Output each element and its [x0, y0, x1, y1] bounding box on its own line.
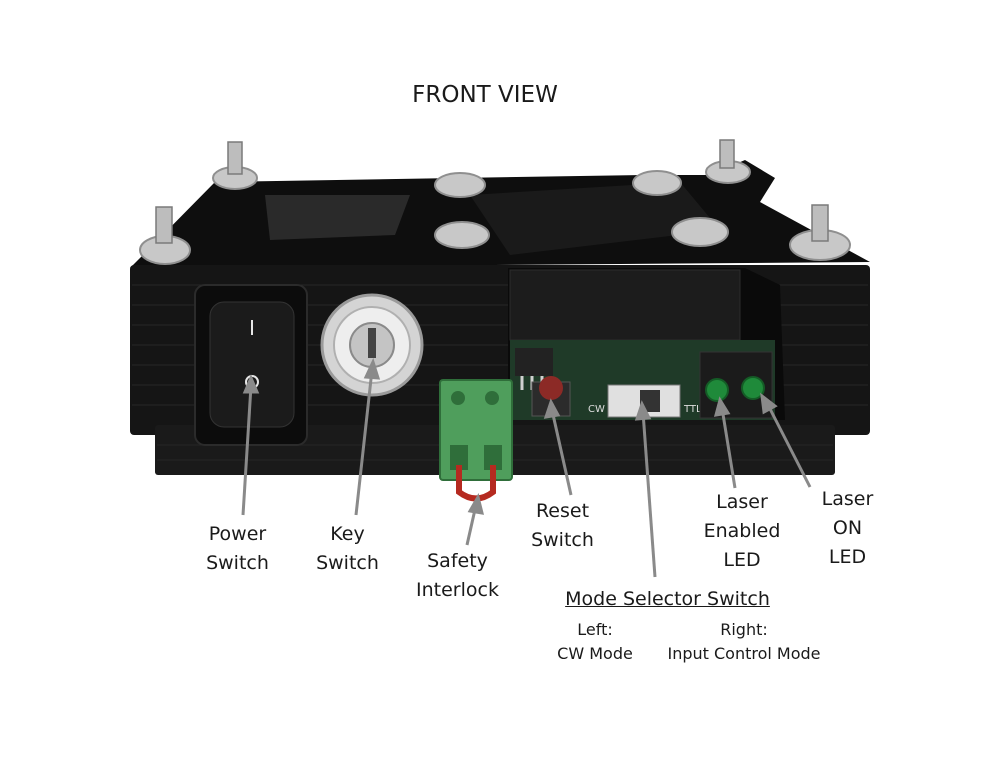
- fan-top: [470, 182, 720, 255]
- key-switch-callout: Key Switch: [305, 520, 390, 578]
- top-plate-cutout: [265, 195, 410, 240]
- callout-line: LED: [723, 549, 761, 571]
- voltage-regulator: [515, 348, 553, 376]
- terminal-port-2: [484, 445, 502, 470]
- terminal-screw-2: [485, 391, 499, 405]
- power-switch-rocker: [209, 301, 295, 428]
- terminal-port-1: [450, 445, 468, 470]
- callout-line: Interlock: [416, 579, 499, 601]
- key-slot: [368, 328, 376, 358]
- callout-line: Enabled: [703, 520, 781, 542]
- callout-line: Safety: [427, 550, 488, 572]
- power-switch-callout: Power Switch: [190, 520, 285, 578]
- callout-line: Laser: [716, 491, 768, 513]
- leader-lines: [241, 357, 812, 578]
- mode-selector-left-note: Left: CW Mode: [540, 618, 650, 666]
- callout-line: Left:: [577, 620, 613, 639]
- laser-enabled-led: [705, 378, 729, 402]
- callout-line: Laser: [821, 488, 874, 510]
- reset-switch-callout: Reset Switch: [520, 497, 605, 555]
- fan-body: [509, 269, 741, 341]
- mode-selector-heading: Mode Selector Switch: [565, 588, 770, 610]
- callout-line: Power: [208, 523, 267, 545]
- callout-line: Switch: [531, 529, 594, 551]
- callout-line: Right:: [720, 620, 768, 639]
- callout-line: Key: [330, 523, 365, 545]
- laser-on-led-callout: Laser ON LED: [805, 485, 890, 572]
- laser-on-led: [741, 376, 765, 400]
- laser-enabled-led-callout: Laser Enabled LED: [692, 488, 792, 575]
- callout-line: LED: [828, 546, 867, 568]
- diagram-title: FRONT VIEW: [412, 82, 558, 108]
- safety-interlock-callout: Safety Interlock: [405, 547, 510, 605]
- reset-button-cap: [539, 376, 563, 400]
- callout-line: Input Control Mode: [667, 644, 821, 663]
- callout-line: Switch: [206, 552, 269, 574]
- callout-line: CW Mode: [557, 644, 633, 663]
- mode-selector-slider: [640, 390, 660, 412]
- callout-line: Reset: [535, 500, 590, 522]
- mode-selector-right-note: Right: Input Control Mode: [655, 618, 833, 666]
- threaded-screws: [155, 139, 829, 244]
- callout-line: Switch: [316, 552, 379, 574]
- pcb-label-ttl: TTL: [683, 404, 702, 415]
- callout-line: ON: [832, 517, 863, 539]
- pcb-label-cw: CW: [588, 404, 605, 415]
- terminal-screw-1: [451, 391, 465, 405]
